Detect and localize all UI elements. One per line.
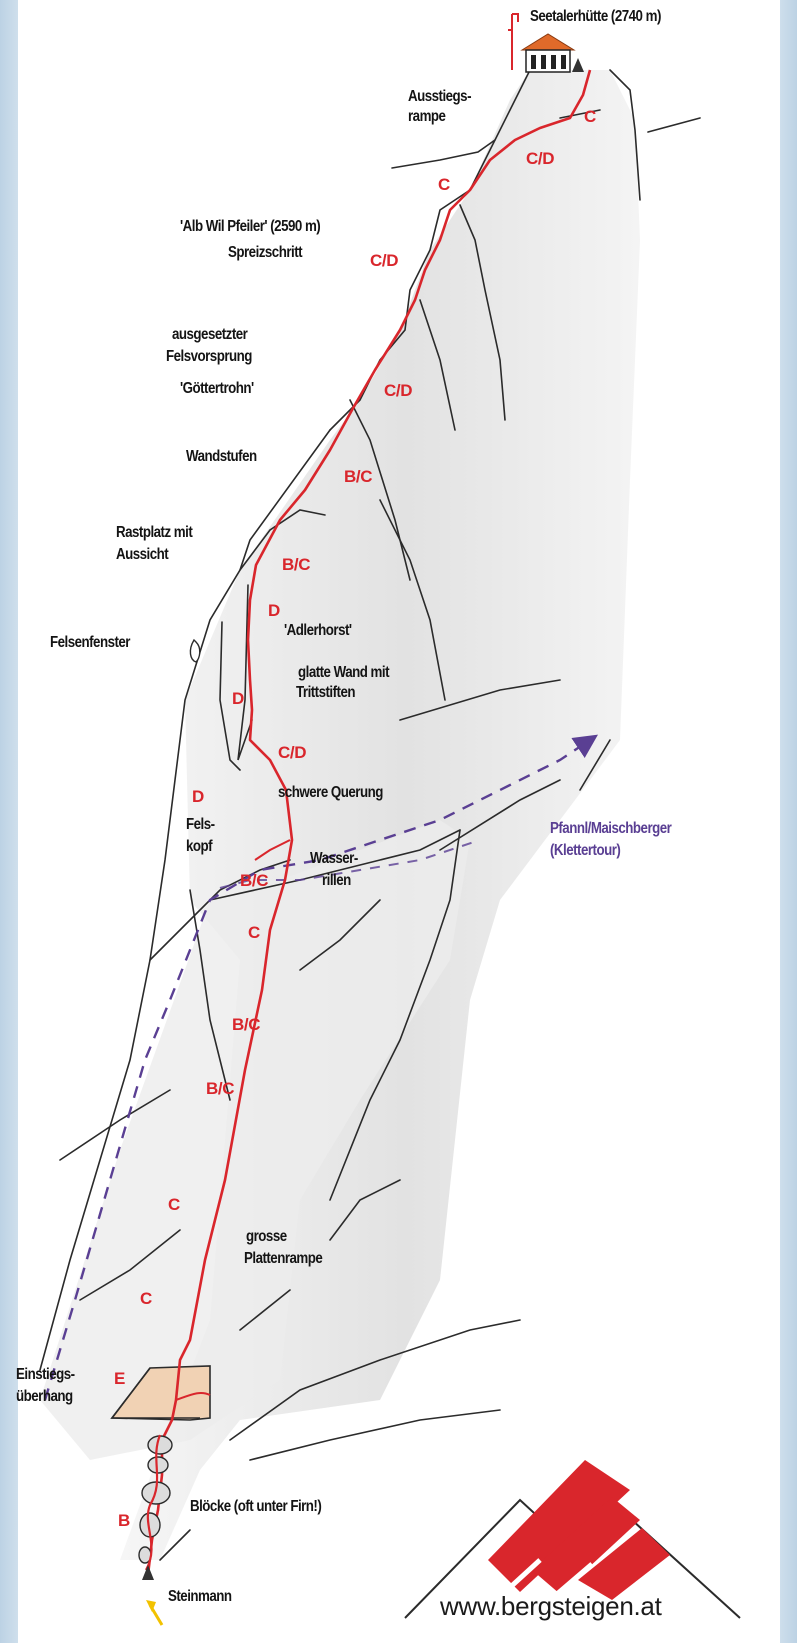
label-steinmann: Steinmann xyxy=(168,1588,232,1606)
hut-icon xyxy=(522,34,584,72)
grade-18: E xyxy=(114,1370,125,1388)
label-goettertrohn: 'Göttertrohn' xyxy=(180,380,254,398)
label-wandstufen: Wandstufen xyxy=(186,448,257,466)
label-felskopf-2: kopf xyxy=(186,838,212,856)
hut-label: Seetalerhütte (2740 m) xyxy=(530,8,661,26)
grade-17: C xyxy=(140,1290,152,1308)
label-ausstieg-2: rampe xyxy=(408,108,445,126)
cairn-icon xyxy=(142,1565,154,1580)
grade-11: D xyxy=(192,788,204,806)
variant-label-2: (Klettertour) xyxy=(550,842,620,860)
grade-7: B/C xyxy=(282,556,310,574)
grade-2: C/D xyxy=(526,150,554,168)
label-felsvorsprung-1: ausgesetzter xyxy=(172,326,247,344)
label-einstieg-1: Einstiegs- xyxy=(16,1366,75,1384)
label-rastplatz-2: Aussicht xyxy=(116,546,168,564)
label-platten-1: grosse xyxy=(246,1228,287,1246)
label-querung: schwere Querung xyxy=(278,784,383,802)
label-bloecke: Blöcke (oft unter Firn!) xyxy=(190,1498,321,1516)
label-glatte-wand-1: glatte Wand mit xyxy=(298,664,389,682)
grade-10: C/D xyxy=(278,744,306,762)
grade-4: C/D xyxy=(370,252,398,270)
label-ausstieg-1: Ausstiegs- xyxy=(408,88,471,106)
label-wasserrillen-2: rillen xyxy=(322,872,351,890)
variant-label-1: Pfannl/Maischberger xyxy=(550,820,671,838)
grade-19: B xyxy=(118,1512,130,1530)
label-felsvorsprung-2: Felsvorsprung xyxy=(166,348,252,366)
grade-14: B/C xyxy=(232,1016,260,1034)
grade-8: D xyxy=(268,602,280,620)
label-glatte-wand-2: Trittstiften xyxy=(296,684,355,702)
grade-3: C xyxy=(438,176,450,194)
grade-9: D xyxy=(232,690,244,708)
rock-window xyxy=(190,640,199,662)
grade-12: B/C xyxy=(240,872,268,890)
grade-13: C xyxy=(248,924,260,942)
label-adlerhorst: 'Adlerhorst' xyxy=(284,622,352,640)
grade-6: B/C xyxy=(344,468,372,486)
label-pfeiler: 'Alb Wil Pfeiler' (2590 m) xyxy=(180,218,320,236)
grade-15: B/C xyxy=(206,1080,234,1098)
grade-1: C xyxy=(584,108,596,126)
grade-5: C/D xyxy=(384,382,412,400)
logo-url[interactable]: www.bergsteigen.at xyxy=(440,1591,662,1622)
label-platten-2: Plattenrampe xyxy=(244,1250,322,1268)
label-wasserrillen-1: Wasser- xyxy=(310,850,358,868)
label-felsenfenster: Felsenfenster xyxy=(50,634,130,652)
label-spreizschritt: Spreizschritt xyxy=(228,244,302,262)
label-einstieg-2: überhang xyxy=(16,1388,73,1406)
label-rastplatz-1: Rastplatz mit xyxy=(116,524,192,542)
label-felskopf-1: Fels- xyxy=(186,816,215,834)
grade-16: C xyxy=(168,1196,180,1214)
